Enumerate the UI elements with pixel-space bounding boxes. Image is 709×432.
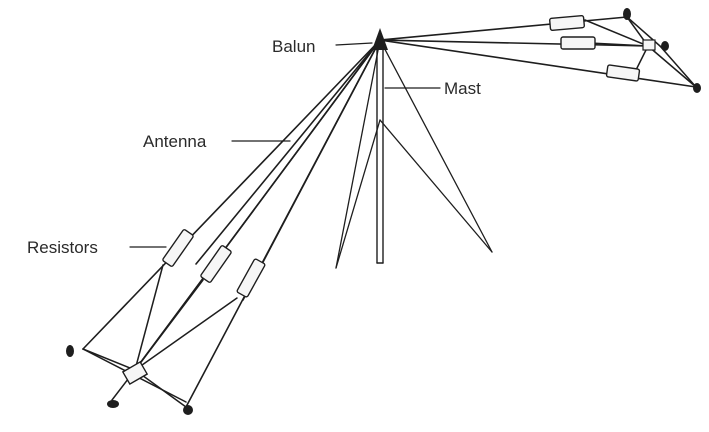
left-hub [121,360,149,386]
right-antenna-wires [379,16,697,88]
mast-label: Mast [444,79,481,98]
resistors-label: Resistors [27,238,98,257]
right-resistors [549,15,641,82]
antenna-label: Antenna [143,132,207,151]
leader-lines [129,42,441,248]
left-resistors [162,229,266,298]
balun [372,28,388,50]
mast [376,49,384,264]
balun-label: Balun [272,37,316,56]
left-antenna-wires [82,39,381,408]
right-termination-wires [584,16,697,88]
right-hub [642,39,656,51]
left-termination-wires [82,264,238,408]
guy-wires [335,39,493,269]
ground-anchors [66,8,701,415]
